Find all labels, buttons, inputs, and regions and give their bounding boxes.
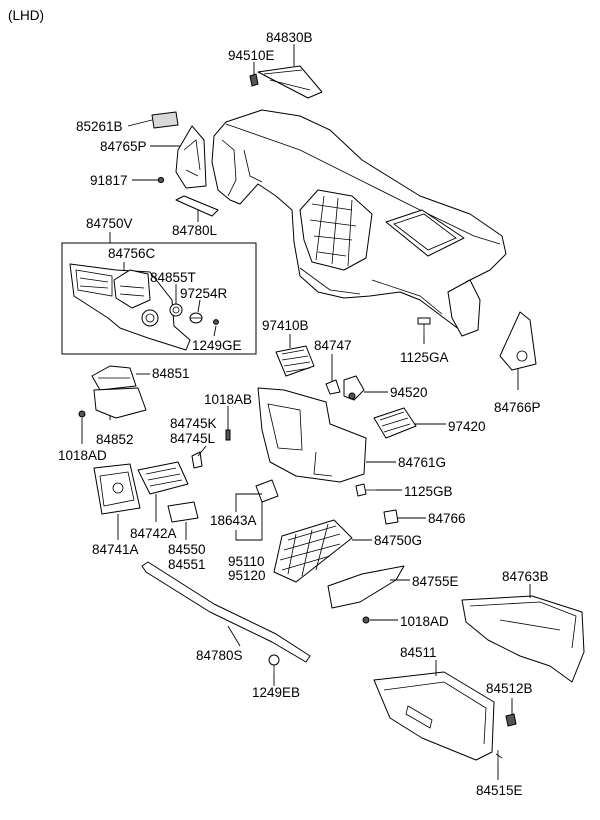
part-label-1249ge: 1249GE xyxy=(192,338,242,353)
part-84515e-drawing xyxy=(495,750,503,762)
part-label-84550: 84550 xyxy=(168,542,206,557)
part-label-18643a: 18643A xyxy=(210,513,257,528)
main-dashboard-drawing xyxy=(211,109,507,337)
part-84761g-drawing xyxy=(257,387,367,483)
part-1249ge-drawing xyxy=(213,319,219,325)
part-label-1249eb: 1249EB xyxy=(252,685,300,700)
part-label-84855t: 84855T xyxy=(150,270,196,285)
part-label-84761g: 84761G xyxy=(398,455,446,470)
part-label-97410b: 97410B xyxy=(262,318,309,333)
part-label-94520: 94520 xyxy=(390,385,428,400)
part-label-1125ga: 1125GA xyxy=(400,350,449,365)
part-84741a-drawing xyxy=(93,463,141,515)
part-label-84551: 84551 xyxy=(168,557,206,572)
part-84755e-drawing xyxy=(327,565,405,609)
part-84855t-drawing xyxy=(169,303,183,317)
part-1018ab-drawing xyxy=(225,429,231,441)
part-label-84763b: 84763B xyxy=(502,569,549,584)
leader-lines xyxy=(81,44,531,780)
part-1018ad-right-drawing xyxy=(362,616,370,624)
part-label-84745l: 84745L xyxy=(170,431,216,446)
part-84763b-drawing xyxy=(461,595,585,683)
part-84750g-drawing xyxy=(273,519,353,583)
part-84550-drawing xyxy=(167,501,199,523)
part-label-84742a: 84742A xyxy=(130,526,177,541)
part-84511-drawing xyxy=(373,671,495,761)
part-label-84745k: 84745K xyxy=(170,416,217,431)
part-84851-drawing xyxy=(91,365,137,391)
part-97420-drawing xyxy=(373,407,417,439)
part-label-84755e: 84755E xyxy=(412,574,459,589)
part-1125ga-drawing xyxy=(417,317,431,334)
part-label-84765p: 84765P xyxy=(100,139,147,154)
part-1018ad-left-drawing xyxy=(78,410,86,418)
part-84765p-drawing xyxy=(175,125,207,189)
part-84756c-drawing xyxy=(69,263,191,351)
part-84766p-drawing xyxy=(499,311,537,371)
part-label-97420: 97420 xyxy=(448,419,486,434)
part-97410b-drawing xyxy=(275,345,315,377)
part-84830b-drawing xyxy=(257,65,323,99)
part-85261b-drawing xyxy=(151,111,179,129)
part-label-84851: 84851 xyxy=(152,366,190,381)
part-95110-drawing xyxy=(255,479,279,503)
part-84780s-drawing xyxy=(141,561,311,663)
part-84742a-drawing xyxy=(137,461,189,495)
part-label-84830b: 84830B xyxy=(266,30,313,45)
part-label-1018ad-left: 1018AD xyxy=(58,448,107,463)
part-84780l-drawing xyxy=(175,195,219,217)
part-label-84511: 84511 xyxy=(400,645,437,660)
part-84852-drawing xyxy=(93,387,147,419)
part-91817-drawing xyxy=(157,176,165,184)
part-label-84512b: 84512B xyxy=(486,681,533,696)
part-label-84766: 84766 xyxy=(428,511,466,526)
lhd-variant-label: (LHD) xyxy=(8,8,44,23)
part-label-1018ab: 1018AB xyxy=(204,392,252,407)
part-1125gb-drawing xyxy=(355,483,376,497)
part-label-95110: 95110 xyxy=(228,554,265,569)
part-label-94510e: 94510E xyxy=(228,48,275,63)
part-label-84756c: 84756C xyxy=(108,246,156,261)
part-label-84780s: 84780S xyxy=(196,648,243,663)
part-label-91817: 91817 xyxy=(90,173,128,188)
part-label-84780l: 84780L xyxy=(172,223,218,238)
part-label-97254r: 97254R xyxy=(180,286,228,301)
bracket-box-84750v xyxy=(61,242,257,355)
part-84745k-drawing xyxy=(191,451,203,469)
part-94510e-drawing xyxy=(249,73,259,87)
part-84747-drawing xyxy=(325,379,341,395)
part-label-84766p: 84766P xyxy=(494,400,541,415)
part-label-84852: 84852 xyxy=(96,432,134,447)
part-label-84515e: 84515E xyxy=(476,783,523,798)
part-label-85261b: 85261B xyxy=(76,119,123,134)
part-label-1125gb: 1125GB xyxy=(404,484,453,499)
part-label-84750g: 84750G xyxy=(374,533,422,548)
part-label-1018ad-right: 1018AD xyxy=(400,614,449,629)
part-label-95120: 95120 xyxy=(228,568,266,583)
part-84766-drawing xyxy=(383,509,399,525)
part-label-84741a: 84741A xyxy=(92,542,139,557)
part-94520-drawing xyxy=(343,375,365,401)
part-97254r-drawing xyxy=(189,312,203,324)
part-label-84747: 84747 xyxy=(314,338,352,353)
part-1249eb-drawing xyxy=(268,654,280,674)
part-label-84750v: 84750V xyxy=(86,216,133,231)
part-84512b-drawing xyxy=(505,713,517,727)
